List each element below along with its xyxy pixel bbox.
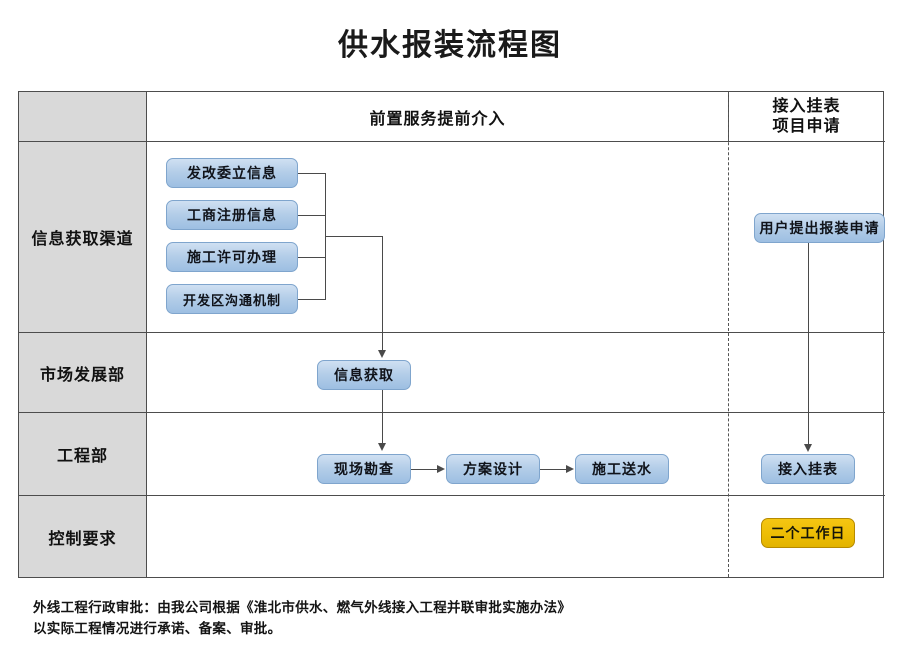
column-divider-left xyxy=(146,92,147,577)
connector-stub-4 xyxy=(298,299,325,300)
arrowhead-to-info-acquire xyxy=(378,350,386,358)
page-title: 供水报装流程图 xyxy=(338,29,562,62)
header-corner-cell xyxy=(19,92,146,141)
row-divider-3 xyxy=(19,495,885,496)
node-site-survey[interactable]: 现场勘查 xyxy=(317,454,411,484)
arrowhead-to-connect-meter xyxy=(804,444,812,452)
header-preservice-label: 前置服务提前介入 xyxy=(369,110,506,128)
connector-trunk-to-info xyxy=(382,299,383,354)
footer-note-line1: 外线工程行政审批：由我公司根据《淮北市供水、燃气外线接入工程并联审批实施办法》 xyxy=(33,600,572,615)
row-divider-1 xyxy=(19,332,885,333)
row-label-information-channels: 信息获取渠道 xyxy=(19,142,146,332)
connector-bus-to-trunk xyxy=(325,236,383,237)
row-label-control-requirement: 控制要求 xyxy=(19,496,146,577)
header-connection-line2: 项目申请 xyxy=(772,117,841,135)
row-label-engineering: 工程部 xyxy=(19,413,146,495)
connector-stub-1 xyxy=(298,173,325,174)
node-user-application[interactable]: 用户提出报装申请 xyxy=(754,213,885,243)
header-connection-application: 接入挂表 项目申请 xyxy=(729,92,884,141)
column-divider-dashed xyxy=(728,92,729,577)
node-connect-meter[interactable]: 接入挂表 xyxy=(761,454,855,484)
connector-survey-to-design xyxy=(411,469,440,470)
node-ndrc-registration-info[interactable]: 发改委立信息 xyxy=(166,158,298,188)
connector-application-to-meter xyxy=(808,243,809,449)
header-connection-line1: 接入挂表 xyxy=(772,97,841,115)
footer-note-line2: 以实际工程情况进行承诺、备案、审批。 xyxy=(33,620,282,636)
connector-design-to-supply xyxy=(540,469,569,470)
node-development-zone-communication[interactable]: 开发区沟通机制 xyxy=(166,284,298,314)
row-divider-header xyxy=(19,141,885,142)
row-divider-2 xyxy=(19,412,885,413)
node-construction-water-supply[interactable]: 施工送水 xyxy=(575,454,669,484)
footer-note: 外线工程行政审批：由我公司根据《淮北市供水、燃气外线接入工程并联审批实施办法》 … xyxy=(33,598,733,640)
node-two-working-days[interactable]: 二个工作日 xyxy=(761,518,855,548)
node-plan-design[interactable]: 方案设计 xyxy=(446,454,540,484)
connector-stub-2 xyxy=(298,215,325,216)
row-label-market-development: 市场发展部 xyxy=(19,333,146,412)
connector-stub-3 xyxy=(298,257,325,258)
node-business-registration-info[interactable]: 工商注册信息 xyxy=(166,200,298,230)
connector-trunk-upper xyxy=(382,236,383,299)
node-construction-permit[interactable]: 施工许可办理 xyxy=(166,242,298,272)
node-info-acquire[interactable]: 信息获取 xyxy=(317,360,411,390)
flowchart-table: 前置服务提前介入 接入挂表 项目申请 信息获取渠道 市场发展部 工程部 控制要求… xyxy=(18,91,885,578)
arrowhead-to-plan-design xyxy=(437,465,445,473)
arrowhead-to-construction-supply xyxy=(566,465,574,473)
connector-info-to-survey xyxy=(382,390,383,448)
arrowhead-to-site-survey xyxy=(378,443,386,451)
